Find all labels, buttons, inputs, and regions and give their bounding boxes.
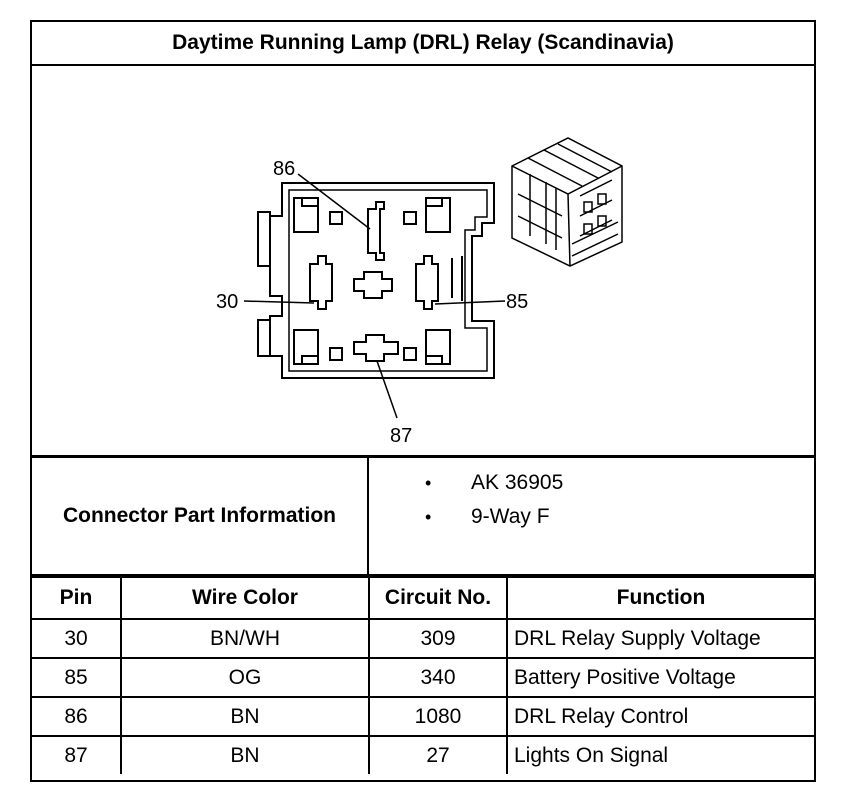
table-row: 85 OG 340 Battery Positive Voltage — [32, 657, 814, 698]
table-row: 87 BN 27 Lights On Signal — [32, 735, 814, 774]
cell-wire-color: BN — [120, 696, 370, 737]
connector-diagram-sheet: Daytime Running Lamp (DRL) Relay (Scandi… — [30, 20, 816, 782]
cell-circuit: 340 — [368, 657, 508, 698]
terminal-87 — [353, 334, 399, 362]
cell-wire-color: BN/WH — [120, 618, 370, 659]
header-pin: Pin — [32, 576, 122, 620]
connector-info-item: • 9-Way F — [425, 505, 550, 529]
cell-wire-color: OG — [120, 657, 370, 698]
table-header-row: Pin Wire Color Circuit No. Function — [32, 576, 814, 620]
cell-circuit: 309 — [368, 618, 508, 659]
header-circuit-no: Circuit No. — [368, 576, 508, 620]
connector-body — [257, 182, 495, 379]
cell-pin: 86 — [32, 696, 122, 737]
connector-figure: 86 30 85 87 — [32, 66, 814, 458]
cell-pin: 85 — [32, 657, 122, 698]
connector-face-drawing: 86 30 85 87 — [216, 137, 623, 447]
callout-30: 30 — [216, 291, 238, 313]
pinout-table: Pin Wire Color Circuit No. Function 30 B… — [32, 576, 814, 774]
terminal-center — [353, 271, 393, 299]
cell-function: Lights On Signal — [506, 735, 814, 774]
connector-part-information: Connector Part Information • AK 36905 • 9-… — [32, 458, 814, 576]
terminal-86 — [367, 201, 385, 261]
cell-wire-color: BN — [120, 735, 370, 774]
table-row: 86 BN 1080 DRL Relay Control — [32, 696, 814, 737]
terminal-30 — [309, 255, 333, 310]
terminal-85 — [415, 255, 439, 310]
bullet-icon: • — [425, 507, 432, 527]
callout-leaders — [243, 173, 506, 419]
cell-circuit: 1080 — [368, 696, 508, 737]
callout-86: 86 — [273, 158, 295, 180]
table-row: 30 BN/WH 309 DRL Relay Supply Voltage — [32, 618, 814, 659]
cell-circuit: 27 — [368, 735, 508, 774]
page-title: Daytime Running Lamp (DRL) Relay (Scandi… — [32, 22, 814, 66]
connector-iso-view — [511, 137, 623, 267]
connector-info-item: • AK 36905 — [425, 471, 563, 495]
part-number: AK 36905 — [471, 471, 564, 494]
cell-pin: 87 — [32, 735, 122, 774]
terminal-cavities — [309, 201, 439, 362]
bullet-icon: • — [425, 473, 432, 493]
corner-cavities — [293, 197, 451, 365]
connector-info-list: • AK 36905 • 9-Way F — [369, 458, 814, 574]
cell-function: DRL Relay Control — [506, 696, 814, 737]
header-wire-color: Wire Color — [120, 576, 370, 620]
cell-function: DRL Relay Supply Voltage — [506, 618, 814, 659]
connector-type: 9-Way F — [471, 505, 550, 528]
cell-function: Battery Positive Voltage — [506, 657, 814, 698]
cell-pin: 30 — [32, 618, 122, 659]
callout-87: 87 — [390, 425, 412, 447]
connector-info-label: Connector Part Information — [32, 458, 369, 574]
header-function: Function — [506, 576, 814, 620]
callout-85: 85 — [506, 291, 528, 313]
